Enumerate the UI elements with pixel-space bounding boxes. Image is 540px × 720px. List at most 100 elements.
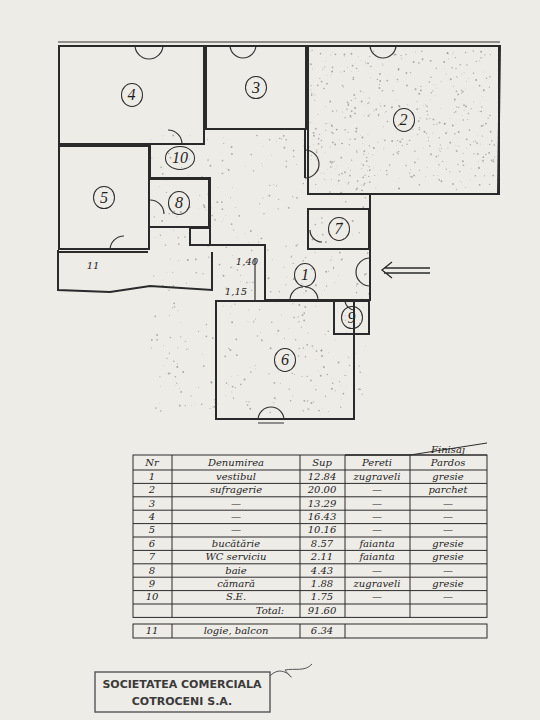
noise-dot (350, 53, 352, 55)
noise-dot (309, 51, 311, 53)
noise-dot (153, 275, 154, 276)
table-cell: 6.34 (311, 626, 333, 636)
noise-dot (312, 345, 314, 347)
noise-dot (382, 64, 383, 65)
noise-dot (277, 208, 278, 209)
noise-dot (344, 54, 346, 56)
noise-dot (450, 78, 452, 80)
noise-dot (211, 207, 213, 209)
noise-dot (457, 94, 458, 95)
noise-dot (378, 114, 379, 115)
window-sill (258, 423, 284, 424)
noise-dot (440, 144, 441, 145)
noise-dot (226, 382, 228, 384)
noise-dot (245, 165, 247, 167)
table-rule (172, 624, 345, 638)
noise-dot (178, 260, 180, 262)
table-rule (133, 604, 487, 605)
noise-dot (418, 129, 420, 131)
noise-dot (253, 170, 254, 171)
noise-dot (378, 115, 379, 116)
noise-dot (352, 220, 354, 222)
noise-dot (484, 109, 486, 111)
noise-dot (321, 222, 322, 223)
table-cell: — (443, 499, 453, 509)
noise-dot (223, 143, 224, 144)
noise-dot (210, 381, 212, 383)
noise-dot (446, 169, 447, 170)
noise-dot (458, 107, 459, 108)
noise-dot (311, 155, 312, 156)
noise-dot (479, 85, 481, 87)
noise-dot (270, 291, 271, 292)
noise-dot (349, 144, 350, 145)
noise-dot (331, 124, 332, 125)
table-cell: 2.11 (311, 552, 333, 562)
noise-dot (151, 347, 152, 348)
noise-dot (310, 380, 312, 382)
noise-dot (177, 347, 178, 348)
noise-dot (218, 403, 220, 405)
noise-dot (292, 303, 293, 304)
noise-dot (436, 87, 438, 89)
noise-dot (440, 81, 442, 83)
noise-dot (344, 171, 346, 173)
noise-dot (358, 70, 360, 72)
noise-dot (317, 235, 319, 237)
table-cell: — (372, 592, 382, 602)
noise-dot (186, 283, 187, 284)
noise-dot (403, 81, 405, 83)
noise-dot (362, 164, 364, 166)
noise-dot (262, 197, 263, 198)
noise-dot (459, 64, 461, 66)
table-cell: — (231, 512, 241, 522)
noise-dot (369, 114, 370, 115)
noise-dot (336, 129, 337, 130)
noise-dot (269, 139, 271, 141)
noise-dot (303, 183, 304, 184)
noise-dot (327, 374, 329, 376)
noise-dot (324, 66, 325, 67)
noise-dot (298, 355, 299, 356)
noise-dot (160, 410, 162, 412)
noise-dot (156, 334, 158, 336)
noise-dot (331, 125, 333, 127)
noise-dot (369, 169, 371, 171)
noise-dot (340, 407, 341, 408)
noise-dot (328, 410, 330, 412)
noise-dot (482, 160, 484, 162)
noise-dot (229, 313, 231, 315)
noise-dot (229, 349, 231, 351)
noise-dot (315, 305, 317, 307)
noise-dot (252, 282, 253, 283)
noise-dot (430, 76, 432, 78)
noise-dot (269, 185, 270, 186)
noise-dot (317, 84, 319, 86)
noise-dot (479, 60, 481, 62)
noise-dot (349, 170, 351, 172)
noise-dot (172, 213, 173, 214)
noise-dot (250, 371, 252, 373)
noise-dot (306, 344, 308, 346)
noise-dot (426, 110, 428, 112)
noise-dot (470, 167, 472, 169)
noise-dot (311, 268, 312, 269)
noise-dot (382, 139, 384, 141)
noise-dot (348, 132, 349, 133)
noise-dot (210, 165, 212, 167)
noise-dot (428, 140, 429, 141)
noise-dot (373, 110, 374, 111)
noise-dot (298, 321, 299, 322)
room: 2 (307, 45, 500, 195)
noise-dot (247, 226, 249, 228)
room: 4 (58, 45, 205, 145)
noise-dot (411, 176, 413, 178)
noise-dot (170, 373, 171, 374)
table-frame (133, 455, 487, 617)
noise-dot (482, 156, 484, 158)
noise-dot (454, 100, 456, 102)
noise-dot (458, 107, 460, 109)
noise-dot (344, 129, 346, 131)
noise-dot (247, 309, 249, 311)
noise-dot (222, 160, 224, 162)
